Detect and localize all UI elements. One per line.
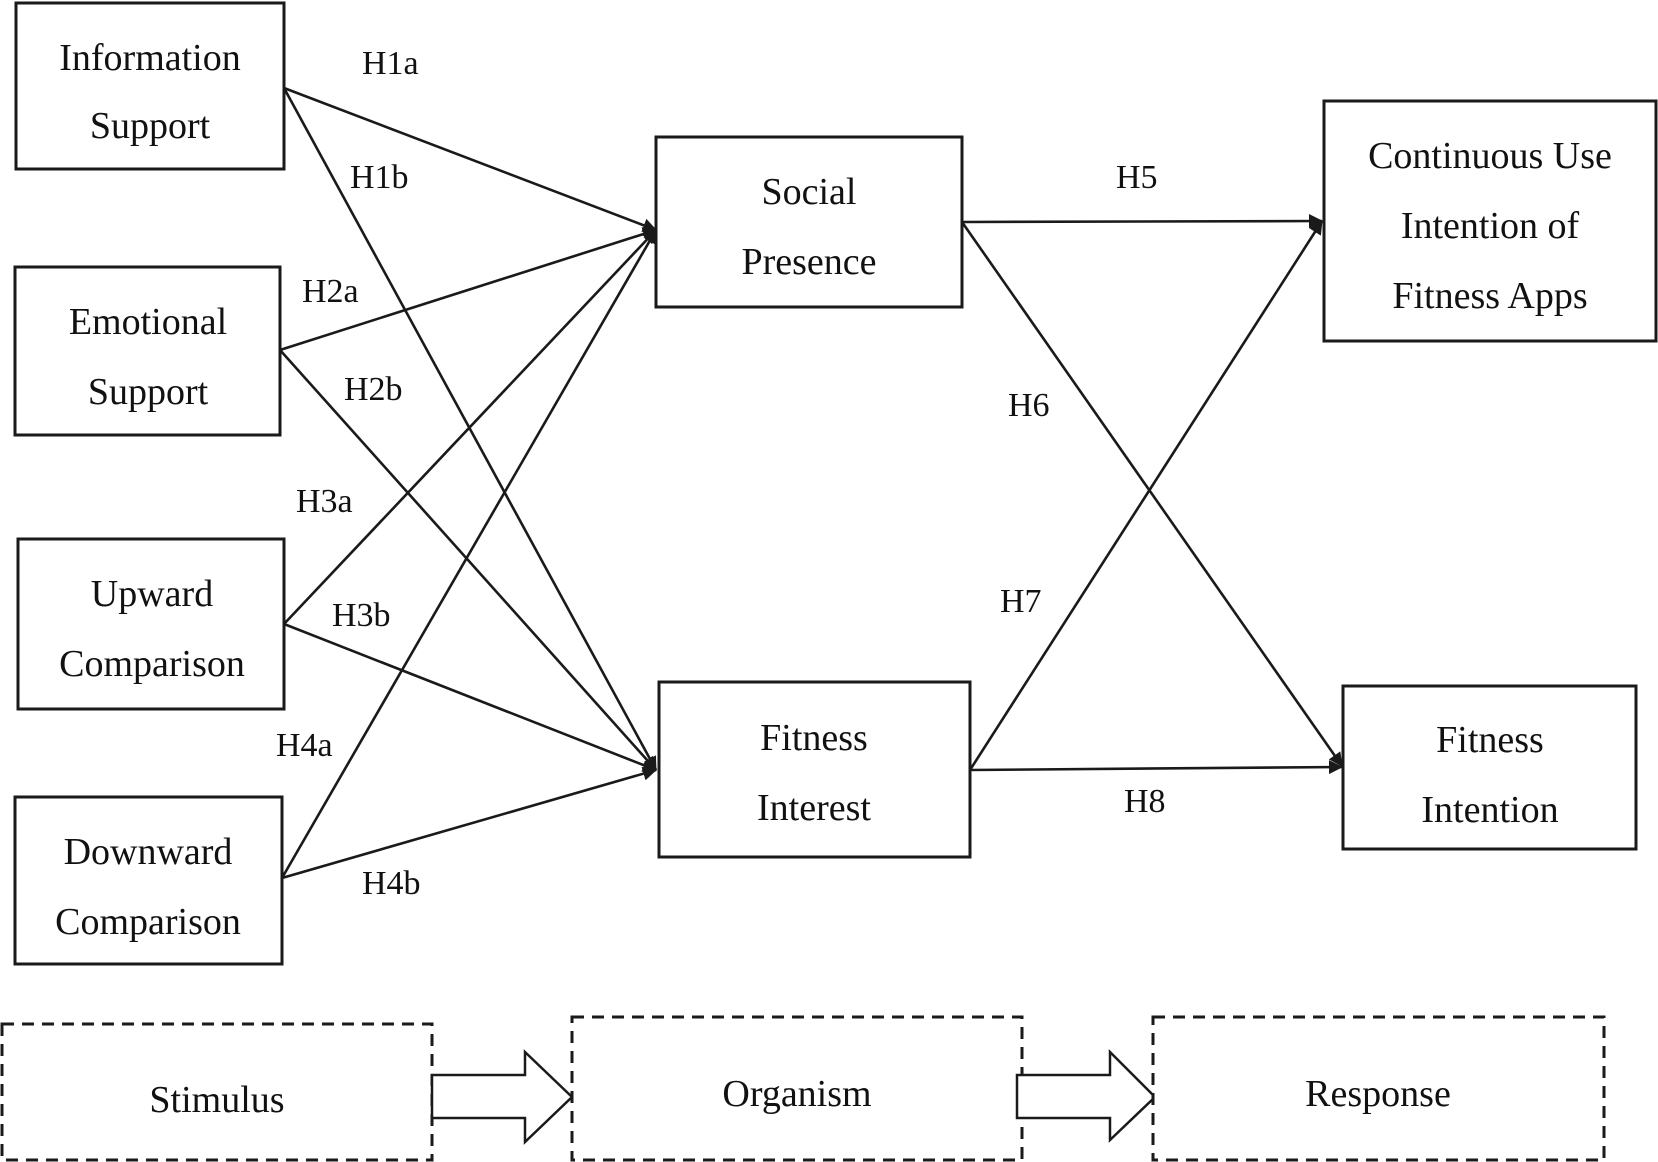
node-label-line: Comparison	[59, 643, 245, 685]
label-h6: H6	[1008, 387, 1050, 424]
node-label-line: Fitness Apps	[1392, 275, 1587, 317]
edge-h1a	[283, 86, 657, 232]
node-label-line: Fitness	[760, 717, 868, 759]
sor-arrow-1	[430, 1049, 574, 1145]
edges	[279, 86, 1344, 880]
node-fitness-intention: Fitness Intention	[1341, 684, 1638, 851]
node-label-line: Interest	[757, 787, 871, 829]
label-h2a: H2a	[302, 273, 359, 310]
label-h8: H8	[1124, 783, 1166, 820]
node-emotional-support: Emotional Support	[13, 265, 282, 437]
edge-h4b	[281, 766, 657, 880]
node-label-line: Support	[90, 105, 211, 147]
edge-h7	[968, 220, 1324, 771]
edge-h2b	[279, 349, 657, 771]
label-h4b: H4b	[362, 865, 421, 902]
sor-stimulus-box: Stimulus	[0, 1022, 434, 1162]
edge-h8	[969, 760, 1343, 775]
node-label-line: Information	[59, 37, 241, 79]
label-h4a: H4a	[276, 727, 333, 764]
edge-h2a	[279, 227, 657, 352]
edge-h4a	[280, 229, 658, 879]
label-h1b: H1b	[350, 159, 409, 196]
node-label-line: Social	[762, 171, 857, 213]
node-upward-comparison: Upward Comparison	[16, 537, 286, 711]
label-h5: H5	[1116, 159, 1158, 196]
sor-organism-box: Organism	[570, 1015, 1024, 1162]
node-label-line: Continuous Use	[1368, 135, 1612, 177]
label-h3b: H3b	[332, 597, 391, 634]
label-h2b: H2b	[344, 371, 403, 408]
edge-h6	[960, 221, 1344, 767]
node-label-line: Presence	[741, 241, 876, 283]
sor-response-label: Response	[1305, 1073, 1451, 1115]
edge-h3b	[283, 622, 657, 772]
sor-stimulus-label: Stimulus	[149, 1079, 284, 1121]
label-h3a: H3a	[296, 483, 353, 520]
node-label-line: Intention	[1421, 789, 1558, 831]
node-social-presence: Social Presence	[654, 135, 964, 309]
label-h1a: H1a	[362, 45, 419, 82]
node-label-line: Emotional	[69, 301, 227, 343]
node-downward-comparison: Downward Comparison	[13, 795, 284, 966]
label-h7: H7	[1000, 583, 1042, 620]
sor-organism-label: Organism	[722, 1073, 871, 1115]
hypothesis-labels: H1a H1b H2a H2b H3a H3b H4a H4b H5 H6 H7…	[276, 45, 1166, 902]
node-label-line: Upward	[91, 573, 213, 615]
node-label-line: Comparison	[55, 901, 241, 943]
edge-h1b	[282, 87, 658, 771]
node-information-support: Information Support	[14, 1, 286, 171]
node-label-line: Fitness	[1436, 719, 1544, 761]
sor-response-box: Response	[1151, 1015, 1606, 1162]
node-label-line: Intention of	[1401, 205, 1580, 247]
node-continuous-use-intention: Continuous Use Intention of Fitness Apps	[1322, 99, 1658, 343]
node-label-line: Downward	[64, 831, 233, 873]
node-fitness-interest: Fitness Interest	[657, 680, 972, 859]
edge-h3a	[283, 229, 657, 625]
node-label-line: Support	[88, 371, 209, 413]
edge-h5	[961, 214, 1323, 229]
sor-arrow-2	[1015, 1048, 1157, 1143]
